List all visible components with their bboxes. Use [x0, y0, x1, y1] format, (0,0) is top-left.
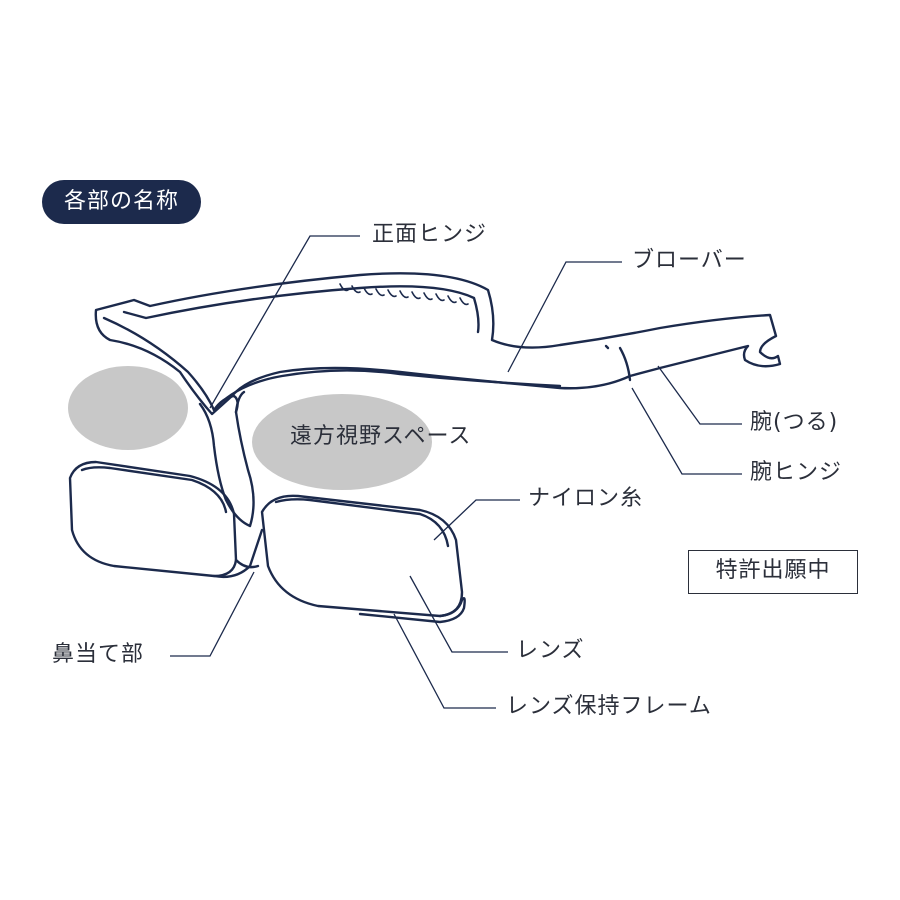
label-nose-pad: 鼻当て部	[52, 642, 145, 667]
left-lens	[80, 466, 228, 514]
label-lens: レンズ	[516, 638, 585, 663]
temple-hinge-dot	[604, 344, 610, 350]
patent-pending-badge: 特許出願中	[688, 550, 858, 594]
right-lens-holder	[260, 494, 464, 618]
front-hinge-part	[212, 394, 239, 414]
nose-pad-bridge	[212, 528, 264, 579]
left-lens-holder	[68, 460, 238, 578]
browbar-outline	[94, 272, 782, 416]
leader-browbar	[507, 261, 622, 373]
leader-lens-holder	[393, 613, 496, 709]
front-hinge-stem	[198, 390, 255, 528]
leader-nose-pad	[170, 571, 255, 657]
distance-view-blob-right	[252, 394, 432, 490]
leader-temple	[657, 365, 742, 425]
label-nylon-thread: ナイロン糸	[528, 486, 644, 511]
label-front-hinge: 正面ヒンジ	[372, 222, 488, 247]
leader-front-hinge	[209, 235, 360, 409]
browbar-lower-edge	[212, 369, 562, 412]
label-browbar: ブローバー	[632, 248, 747, 273]
label-temple-hinge: 腕ヒンジ	[750, 460, 843, 485]
label-temple: 腕(つる)	[750, 410, 839, 435]
leader-lens	[409, 575, 508, 653]
browbar-front-edge	[102, 316, 216, 412]
distance-view-blob-left	[68, 366, 188, 450]
temple-hinge-joint	[618, 346, 632, 382]
leader-temple-hinge	[631, 387, 742, 475]
right-lens-holder-bottom	[358, 597, 466, 624]
label-distance-view-space: 遠方視野スペース	[290, 424, 472, 449]
label-lens-holder-frame: レンズ保持フレーム	[506, 694, 712, 719]
diagram-title: 各部の名称	[42, 180, 202, 224]
right-lens-inner	[274, 498, 450, 548]
leader-nylon	[433, 499, 520, 541]
browbar-vents	[339, 283, 469, 306]
browbar-inner	[122, 285, 480, 334]
